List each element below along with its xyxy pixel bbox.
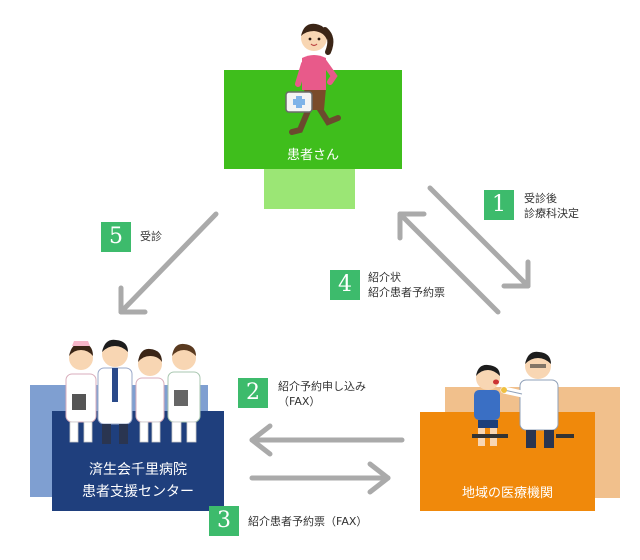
arrow-step-3 [249,461,391,495]
clinic-node: 地域の医療機関 [420,412,595,511]
patient-node-tab [264,169,355,209]
step-3-caption: 紹介患者予約票（FAX） [248,514,367,529]
patient-label: 患者さん [286,148,339,163]
step-5-badge: 5 [101,222,131,252]
step-5-line1: 受診 [140,230,162,243]
step-2-line1: 紹介予約申し込み [278,380,366,393]
step-5-caption: 受診 [140,229,162,244]
center-label-line1: 済生会千里病院 [89,462,187,478]
step-4-line2: 紹介患者予約票 [368,286,445,299]
step-2-badge: 2 [238,378,268,408]
arrow-step-5 [118,211,219,315]
running-woman-with-medkit-icon [285,23,341,135]
step-2-line2: （FAX） [278,395,321,408]
step-1-caption: 受診後 診療科決定 [524,191,579,221]
step-4-badge: 4 [330,270,360,300]
step-3-badge: 3 [209,506,239,536]
step-4-caption: 紹介状 紹介患者予約票 [368,270,445,300]
step-4-line1: 紹介状 [368,271,401,284]
arrow-step-4 [397,211,501,315]
step-2-caption: 紹介予約申し込み （FAX） [278,379,366,409]
step-1-line1: 受診後 [524,192,557,205]
arrow-step-2 [249,423,405,457]
arrow-step-1 [427,185,531,289]
clinic-label: 地域の医療機関 [461,486,553,501]
step-3-line1: 紹介患者予約票（FAX） [248,515,368,528]
doctor-examining-child-icon [472,351,574,448]
step-1-badge: 1 [484,190,514,220]
medical-staff-group-icon [65,339,201,444]
center-label-line2: 患者支援センター [82,484,194,500]
step-1-line2: 診療科決定 [524,207,579,220]
